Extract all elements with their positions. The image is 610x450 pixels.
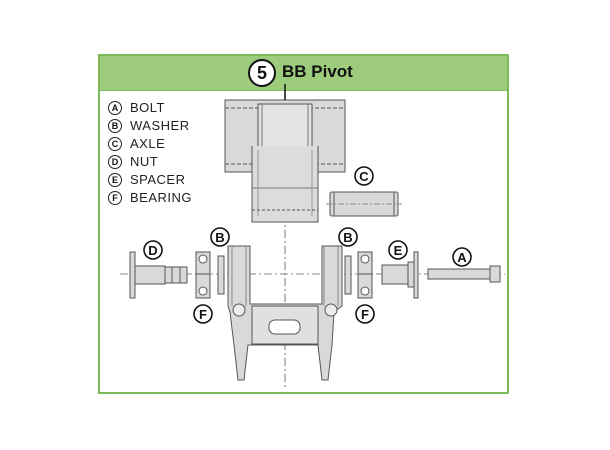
callout-bearing-left: F bbox=[193, 304, 213, 324]
callout-washer-left: B bbox=[210, 227, 230, 247]
callout-bolt: A bbox=[452, 247, 472, 267]
callout-label: A bbox=[457, 250, 467, 265]
step-number-badge: 5 bbox=[248, 59, 276, 87]
legend-badge: F bbox=[108, 191, 122, 205]
legend-label: SPACER bbox=[130, 172, 186, 187]
right-bearing-part bbox=[357, 251, 373, 299]
axle-part bbox=[326, 191, 402, 217]
legend-label: WASHER bbox=[130, 118, 190, 133]
callout-label: B bbox=[215, 230, 224, 245]
nut-part bbox=[129, 251, 188, 299]
legend-label: AXLE bbox=[130, 136, 166, 151]
legend-label: BOLT bbox=[130, 100, 165, 115]
callout-label: F bbox=[199, 307, 207, 322]
legend-badge: E bbox=[108, 173, 122, 187]
legend-badge: A bbox=[108, 101, 122, 115]
legend-label: BEARING bbox=[130, 190, 193, 205]
callout-label: F bbox=[361, 307, 369, 322]
legend-label: NUT bbox=[130, 154, 159, 169]
callout-bearing-right: F bbox=[355, 304, 375, 324]
callout-nut: D bbox=[143, 240, 163, 260]
callout-label: D bbox=[148, 243, 157, 258]
bolt-part bbox=[427, 265, 501, 283]
callout-label: C bbox=[359, 169, 369, 184]
callout-label: E bbox=[394, 243, 403, 258]
callout-axle: C bbox=[354, 166, 374, 186]
step-title: BB Pivot bbox=[282, 62, 353, 81]
left-washer-part bbox=[217, 255, 225, 295]
main-frame-part bbox=[224, 99, 346, 223]
callout-washer-right: B bbox=[338, 227, 358, 247]
legend-badge: B bbox=[108, 119, 122, 133]
right-washer-part bbox=[344, 255, 352, 295]
callout-spacer: E bbox=[388, 240, 408, 260]
step-header: 5 BB Pivot bbox=[100, 56, 507, 91]
legend-badge: D bbox=[108, 155, 122, 169]
callout-label: B bbox=[343, 230, 352, 245]
swingarm-yoke-part bbox=[227, 245, 343, 381]
legend-badge: C bbox=[108, 137, 122, 151]
spacer-part bbox=[381, 251, 419, 299]
left-bearing-part bbox=[195, 251, 211, 299]
